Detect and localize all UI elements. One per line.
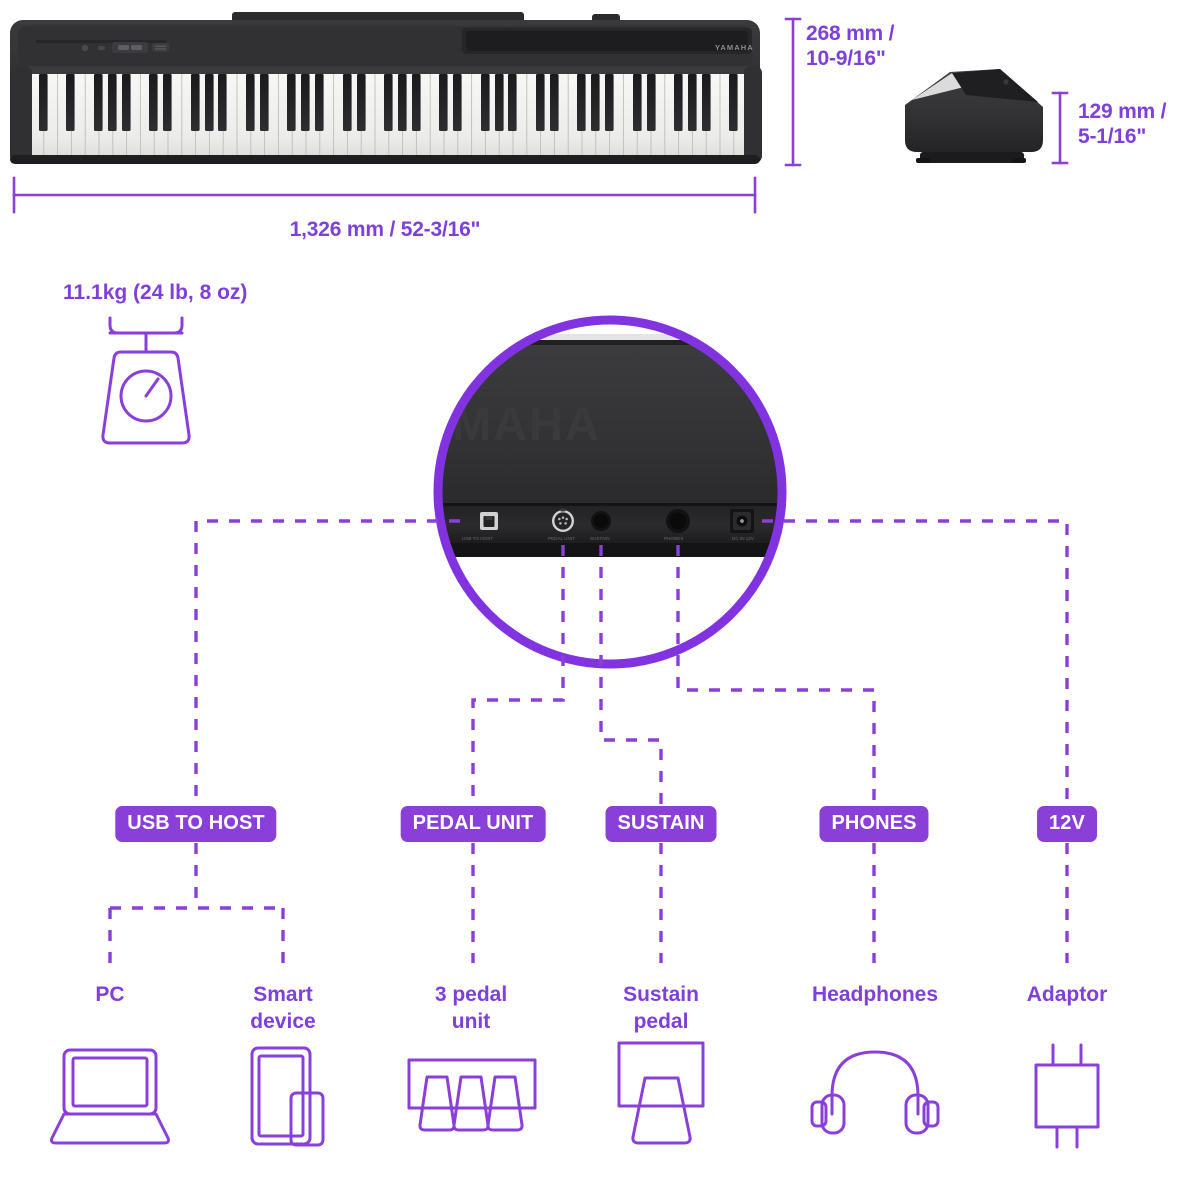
single-pedal-icon [617, 1041, 705, 1145]
connector-12v [762, 519, 1069, 806]
port-badge-sustain[interactable]: SUSTAIN [605, 806, 717, 842]
svg-text:PHONES: PHONES [664, 536, 683, 541]
three-pedal-icon [407, 1058, 537, 1132]
kitchen-scale-icon [101, 316, 191, 445]
device-label-adaptor: Adaptor [1026, 983, 1108, 1006]
connector-phones [676, 545, 876, 806]
power-adaptor-icon [1034, 1043, 1100, 1149]
device-label-3-pedal-unit: 3 pedal unit [434, 983, 508, 1033]
tablet-phone-icon [250, 1046, 325, 1147]
piano-top-view-image: YAMAHA FUNCTIONDEMO METRONOMEREC PLAYVOI… [10, 12, 762, 164]
device-label-headphones: Headphones [811, 983, 939, 1006]
headphones-icon [810, 1050, 940, 1135]
port-badge-12v[interactable]: 12V [1037, 806, 1097, 842]
svg-text:MAHA: MAHA [452, 397, 601, 450]
weight-label: 11.1kg (24 lb, 8 oz) [63, 281, 248, 304]
port-badge-phones[interactable]: PHONES [819, 806, 929, 842]
device-label-pc: PC [95, 983, 125, 1006]
device-label-smart-device: Smart device [250, 983, 316, 1033]
rear-panel-closeup-image: MAHA [438, 320, 782, 664]
magnifier-circle-outline [433, 315, 787, 669]
piano-side-view-image [905, 69, 1043, 163]
port-badge-usb-to-host[interactable]: USB TO HOST [115, 806, 277, 842]
svg-text:SUSTAIN: SUSTAIN [590, 536, 610, 541]
svg-text:USB TO HOST: USB TO HOST [462, 536, 493, 541]
depth-dimension-label: 129 mm / 5-1/16" [1078, 100, 1167, 148]
device-label-sustain-pedal: Sustain pedal [623, 983, 699, 1033]
connector-sustain [599, 545, 663, 806]
connector-pedal-unit [471, 545, 565, 806]
laptop-icon [50, 1048, 170, 1145]
svg-text:DC IN 12V: DC IN 12V [732, 536, 755, 541]
height-dimension-label: 268 mm / 10-9/16" [806, 22, 895, 70]
svg-text:PEDAL UNIT: PEDAL UNIT [548, 536, 575, 541]
port-badge-pedal-unit[interactable]: PEDAL UNIT [400, 806, 546, 842]
width-dimension-label: 1,326 mm / 52-3/16" [289, 218, 481, 241]
keyboard-keys [10, 66, 762, 164]
svg-text:YAMAHA: YAMAHA [715, 43, 754, 52]
connector-usb-to-host [194, 519, 460, 806]
